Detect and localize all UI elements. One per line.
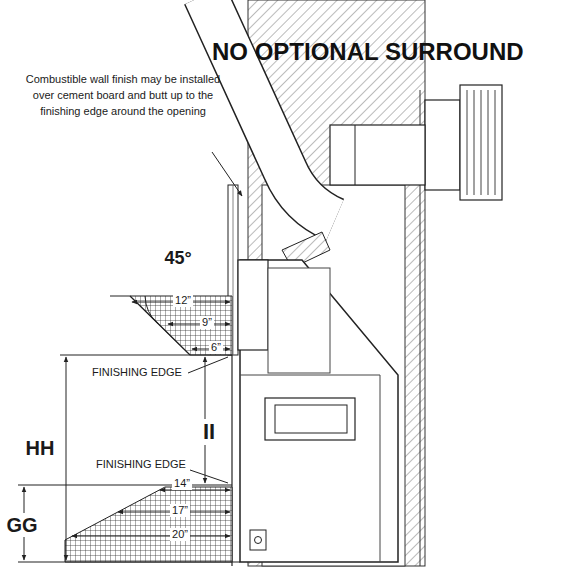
valve-knob [255, 537, 262, 544]
vent-pipe-outline [205, 0, 335, 220]
finishing-edge-label: FINISHING EDGE [92, 366, 182, 379]
hood-panel [238, 260, 268, 350]
cement-board-line [233, 185, 234, 355]
angle-ref-line [110, 296, 130, 297]
upper-panel [268, 268, 330, 373]
finishing-edge-label: FINISHING EDGE [96, 458, 186, 471]
finishing-edge-line [18, 484, 232, 485]
leader-line [188, 357, 228, 373]
dimension-code: HH [24, 436, 57, 460]
firebox-outline [240, 375, 380, 562]
dimension-label: 14” [172, 477, 192, 490]
valve-box [250, 530, 266, 550]
angle-arc [145, 296, 158, 324]
control-box [265, 398, 355, 440]
dimension-label: 9” [200, 316, 214, 329]
vent-terminal [425, 100, 460, 190]
leader-line [190, 470, 228, 483]
dimension-label: 20” [170, 528, 190, 541]
dimension-code: II [201, 419, 217, 445]
control-inner [275, 405, 347, 433]
dimension-line [72, 536, 230, 537]
vent-joint [355, 125, 356, 185]
floor-line [18, 561, 240, 562]
dimension-label: 17” [170, 504, 190, 517]
vent-cap-fins [467, 90, 495, 195]
dimension-line [168, 324, 230, 325]
leader-line [212, 152, 242, 196]
vent-cap [460, 85, 502, 200]
dimension-label: 12” [173, 294, 193, 307]
height-dimension [66, 357, 67, 560]
hearth-grid [65, 487, 232, 562]
diagram-title: NO OPTIONAL SURROUND [212, 38, 524, 67]
dimension-code: GG [4, 513, 39, 537]
finishing-edge-line [60, 354, 232, 355]
dimension-label: 6” [209, 341, 223, 354]
horizontal-vent [330, 125, 425, 185]
dimension-line [160, 490, 230, 491]
vent-pipe [205, 0, 335, 220]
note-text: Combustible wall finish may be installed… [25, 72, 221, 120]
angle-label: 45° [164, 248, 191, 270]
